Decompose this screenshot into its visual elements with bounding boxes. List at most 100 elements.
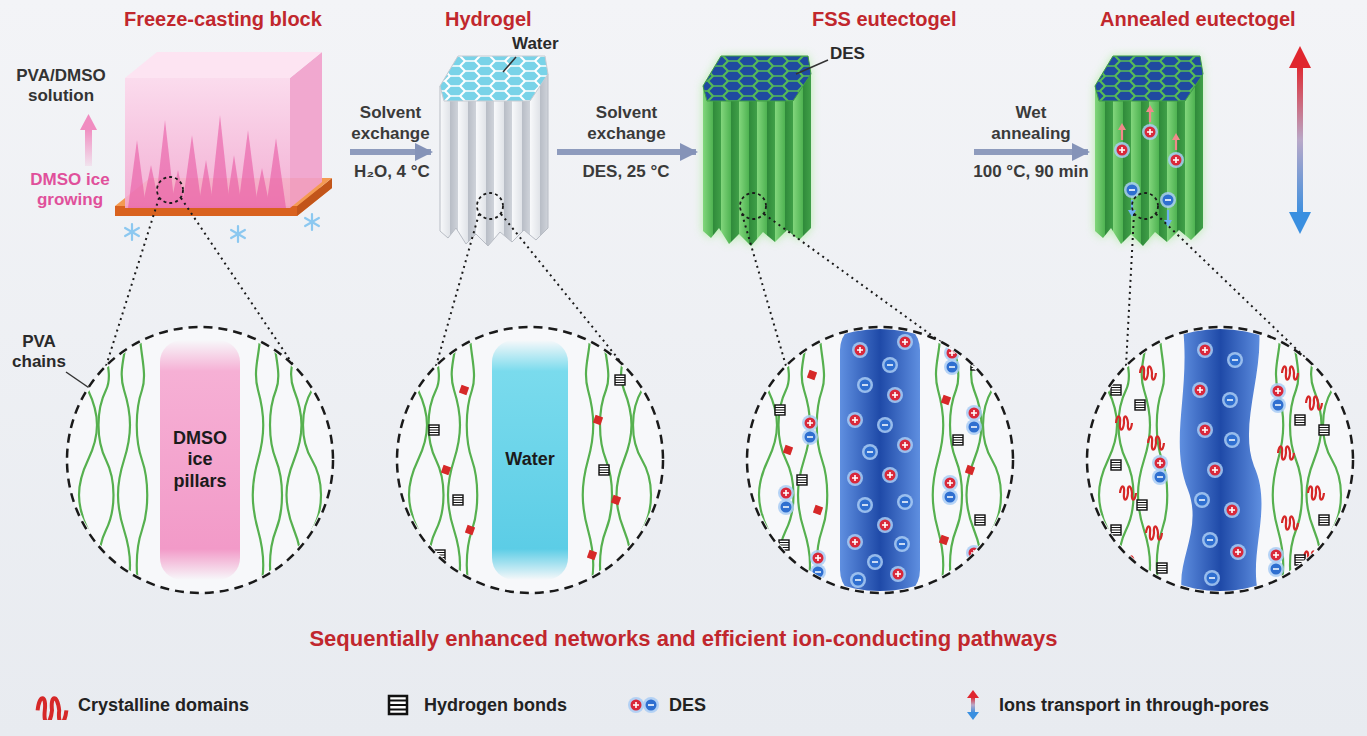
zoom-circle-part-part xyxy=(942,475,958,505)
annealed-block-part-part xyxy=(1095,56,1203,101)
zoom-circle-part-part xyxy=(850,572,866,588)
process-arrow xyxy=(974,149,1088,155)
ice-pillar: DMSO ice pillars xyxy=(160,340,240,580)
legend-icon xyxy=(34,690,70,720)
freeze-casting-cube-part-part xyxy=(155,120,175,208)
zoom-circle-part-part xyxy=(1135,400,1145,410)
legend-text: Ions transport in through-pores xyxy=(999,695,1269,716)
zoom-circle xyxy=(1087,320,1353,600)
stage-title: Hydrogel xyxy=(445,8,532,31)
zoom-leader xyxy=(106,198,1314,366)
zoom-marker-part xyxy=(1132,193,1158,219)
legend-item: DES xyxy=(625,690,706,720)
zoom-circle-part-part xyxy=(953,435,963,445)
process-arrow xyxy=(557,149,696,155)
edge-label: Wet annealing xyxy=(983,103,1079,144)
legend-text: Crystalline domains xyxy=(78,695,249,716)
zoom-circle-part-part xyxy=(966,405,982,435)
zoom-circle-part-part xyxy=(802,415,818,445)
hbond-icon xyxy=(389,696,407,714)
zoom-circle-part-part xyxy=(1207,462,1223,478)
legend-item: Ions transport in through-pores xyxy=(955,690,1269,720)
zoom-circle-part-part xyxy=(1111,525,1121,535)
caption: Sequentially enhanced networks and effic… xyxy=(0,626,1367,652)
leader-line-part xyxy=(503,57,516,72)
zoom-circle-part-part xyxy=(847,470,863,486)
zoom-circle-part-part xyxy=(1157,563,1167,573)
zoom-circle-part-part xyxy=(882,467,898,483)
zoom-circle-part-part xyxy=(862,444,878,460)
zoom-circle-part-part xyxy=(1308,486,1324,500)
zoom-circle-part-part xyxy=(887,387,903,403)
zoom-circle-part-part xyxy=(429,425,439,435)
zoom-circle-part-part xyxy=(897,334,913,350)
freeze-casting-cube-part-part xyxy=(182,135,202,208)
zoom-circle-part-part xyxy=(867,554,883,570)
zoom-circle-part-part xyxy=(813,505,823,515)
zoom-circle-part-part xyxy=(1224,502,1240,518)
zoom-circle-part-part xyxy=(1230,544,1246,560)
process-arrow xyxy=(350,149,431,155)
ion-transport-part xyxy=(1124,182,1140,198)
zoom-circle-part-part xyxy=(1194,492,1210,508)
freeze-casting-cube-part xyxy=(128,115,286,208)
zoom-circle-part-part xyxy=(1227,352,1243,368)
zoom-leader-part xyxy=(742,214,786,366)
freeze-casting-cube-part xyxy=(305,214,319,230)
edge-label: Solvent exchange xyxy=(345,103,437,144)
zoom-circle-part-part xyxy=(759,320,1001,600)
leader-line-part xyxy=(796,60,828,74)
growth-arrow xyxy=(80,114,97,166)
connector-layer-part xyxy=(350,152,1088,153)
legend-item: Crystalline domains xyxy=(34,690,249,720)
zoom-circle-part-part xyxy=(797,475,807,485)
zoom-marker xyxy=(157,177,1158,219)
zoom-circle-part xyxy=(1087,327,1353,593)
annotation-label: PVA chains xyxy=(4,332,74,373)
zoom-circle-part-part xyxy=(877,517,893,533)
legend-icon xyxy=(625,690,661,720)
eutectogel-block-part-part xyxy=(703,56,811,101)
zoom-circle-part-part xyxy=(599,465,609,475)
eutectogel-block-part xyxy=(703,56,811,101)
anion-icon xyxy=(643,697,659,713)
ion-transport-part xyxy=(1172,133,1180,150)
zoom-circle-part-part xyxy=(1099,320,1341,600)
zoom-circle-part xyxy=(79,320,321,600)
zoom-circle-part-part xyxy=(453,495,463,505)
zoom-circle-part-part xyxy=(1222,392,1238,408)
stage-title: Freeze-casting block xyxy=(124,8,322,31)
zoom-circle xyxy=(747,320,1013,600)
zoom-circle-part-part xyxy=(79,320,321,600)
freeze-casting-cube-part xyxy=(231,226,245,242)
annealed-block-part xyxy=(1095,56,1203,246)
zoom-circle-part-part xyxy=(1204,570,1220,586)
zoom-circle-part-part xyxy=(941,395,951,405)
zoom-circle-part-part xyxy=(615,375,625,385)
freeze-casting-cube-part-part xyxy=(238,130,258,208)
zoom-circle-part-part xyxy=(465,525,475,535)
freeze-casting-cube-part-part xyxy=(210,115,230,208)
growth-arrow-part xyxy=(80,114,97,130)
zoom-circle xyxy=(67,320,333,600)
crystal-icon xyxy=(38,698,67,720)
freeze-casting-cube-part-part xyxy=(128,140,146,208)
zoom-leader-part xyxy=(1126,214,1134,366)
zoom-circle-part-part xyxy=(944,345,960,375)
zoom-circle-part-part xyxy=(1319,425,1329,435)
transport-arrow-part xyxy=(1297,64,1303,216)
zoom-circle-part-part xyxy=(882,357,898,373)
zoom-circle-part-part xyxy=(971,360,981,370)
zoom-circle-part-part xyxy=(897,494,913,510)
zoom-circle-part xyxy=(409,320,651,600)
hydrogel-block xyxy=(440,56,548,246)
zoom-circle-part-part xyxy=(847,412,863,428)
zoom-circle-part-part xyxy=(459,385,469,395)
zoom-circle-part-part xyxy=(897,437,913,453)
transport-arrow-part xyxy=(1289,46,1311,68)
cation-icon xyxy=(628,697,644,713)
zoom-circle-part-part xyxy=(807,370,817,380)
zoom-marker-part xyxy=(740,193,766,219)
edge-label: Solvent exchange xyxy=(581,103,673,144)
